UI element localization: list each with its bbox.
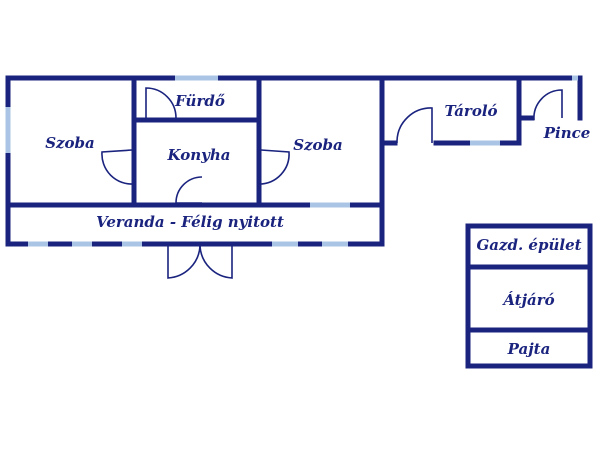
room-label-pince: Pince	[543, 124, 591, 142]
outbuilding-outline	[465, 223, 593, 369]
doors	[101, 87, 563, 279]
door-szoba-left	[101, 149, 135, 185]
windows	[5, 75, 578, 247]
door-furdo	[145, 87, 177, 122]
room-labels: Szoba Fürdő Konyha Szoba Tároló Pince Ve…	[45, 92, 590, 358]
room-label-szoba-left: Szoba	[45, 134, 95, 152]
room-label-gazd-epulet: Gazd. épület	[476, 236, 581, 254]
annex-top-wall	[379, 75, 583, 121]
room-label-szoba-right: Szoba	[293, 136, 343, 154]
room-label-konyha: Konyha	[167, 146, 231, 164]
outbuilding-walls	[465, 223, 593, 369]
room-label-pajta: Pajta	[507, 340, 551, 358]
door-pince	[533, 89, 563, 121]
door-entrance-right	[199, 244, 233, 279]
room-label-atjaro: Átjáró	[501, 291, 554, 309]
door-tarolo	[396, 107, 433, 143]
room-label-furdo: Fürdő	[174, 92, 225, 110]
door-entrance-left	[167, 244, 201, 279]
door-veranda-kitchen	[175, 176, 203, 204]
room-label-veranda: Veranda - Félig nyitott	[96, 213, 284, 231]
door-szoba-right	[258, 149, 290, 185]
room-label-tarolo: Tároló	[444, 102, 497, 120]
